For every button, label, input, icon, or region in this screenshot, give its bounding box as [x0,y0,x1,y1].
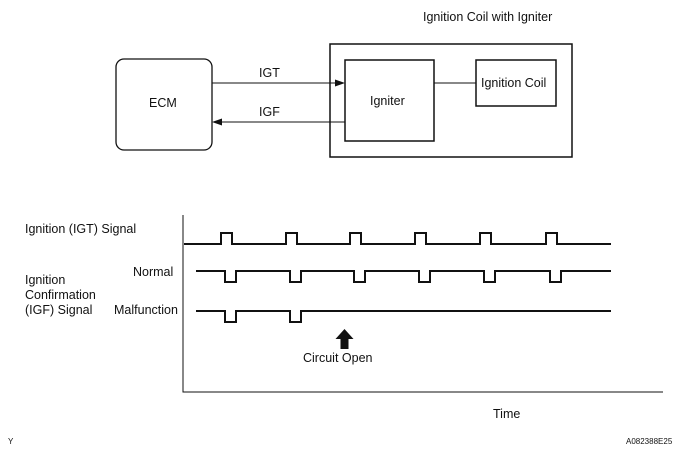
normal-label: Normal [133,265,174,279]
igniter-label: Igniter [370,94,405,108]
ecm-label: ECM [149,96,177,110]
ignition-coil-label: Ignition Coil [481,76,547,90]
malfunction-label: Malfunction [114,303,178,317]
igt-row-label: Ignition (IGT) Signal [25,222,137,236]
figure-code: A082388E25 [626,437,673,446]
igniter-block [344,59,435,142]
igf-normal-waveform [196,270,611,283]
ecm-block [115,58,213,151]
igf-arrow [212,118,345,126]
time-axis-label: Time [493,407,521,421]
igf-group-label: Ignition Confirmation (IGF) Signal [25,273,96,317]
assembly-title: Ignition Coil with Igniter [423,10,553,24]
igt-waveform [184,232,611,245]
igf-malfunction-waveform [196,310,611,323]
left-mark: Y [8,437,14,446]
circuit-open-arrow-up [335,329,354,349]
chart-frame [182,215,663,393]
igf-signal-label: IGF [259,105,280,119]
igt-signal-label: IGT [259,66,280,80]
igt-arrow [212,79,345,87]
assembly-outline [329,43,573,158]
circuit-open-label: Circuit Open [303,351,373,365]
